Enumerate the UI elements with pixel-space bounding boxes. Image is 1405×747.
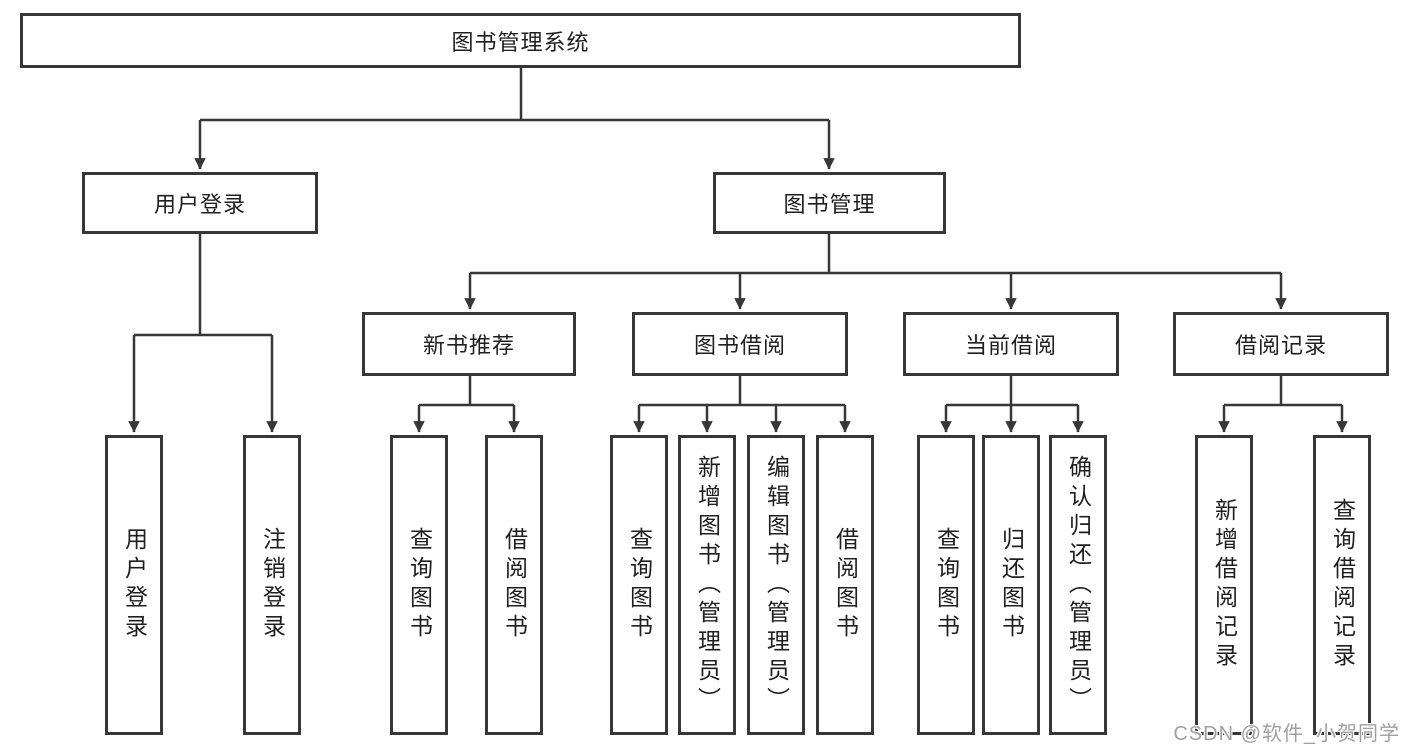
node-book-borrow: 图书借阅 [632, 312, 848, 376]
node-user-login-branch: 用户登录 [82, 172, 318, 234]
leaf-query-borrow-record: 查询借阅记录 [1313, 435, 1371, 735]
leaf-add-borrow-record: 新增借阅记录 [1195, 435, 1253, 735]
leaf-add-books-admin: 新增图书（管理员） [678, 435, 736, 735]
leaf-edit-books-admin: 编辑图书（管理员） [747, 435, 805, 735]
leaf-confirm-return-admin: 确认归还（管理员） [1049, 435, 1107, 735]
leaf-borrow-books-1: 借阅图书 [485, 435, 543, 735]
leaf-borrow-books-2: 借阅图书 [816, 435, 874, 735]
leaf-logout: 注销登录 [243, 435, 301, 735]
node-borrow-records: 借阅记录 [1173, 312, 1389, 376]
csdn-watermark: CSDN @软件_小贺同学 [1173, 723, 1400, 745]
leaf-query-books-2: 查询图书 [610, 435, 668, 735]
node-library-management-system: 图书管理系统 [20, 13, 1021, 68]
leaf-query-books-1: 查询图书 [390, 435, 448, 735]
node-new-book-recommend: 新书推荐 [362, 312, 576, 376]
leaf-user-login: 用户登录 [105, 435, 163, 735]
leaf-query-books-3: 查询图书 [917, 435, 975, 735]
leaf-return-books: 归还图书 [982, 435, 1040, 735]
node-current-borrow: 当前借阅 [903, 312, 1119, 376]
connector-arrows [128, 120, 1348, 433]
node-book-management-branch: 图书管理 [713, 172, 946, 234]
